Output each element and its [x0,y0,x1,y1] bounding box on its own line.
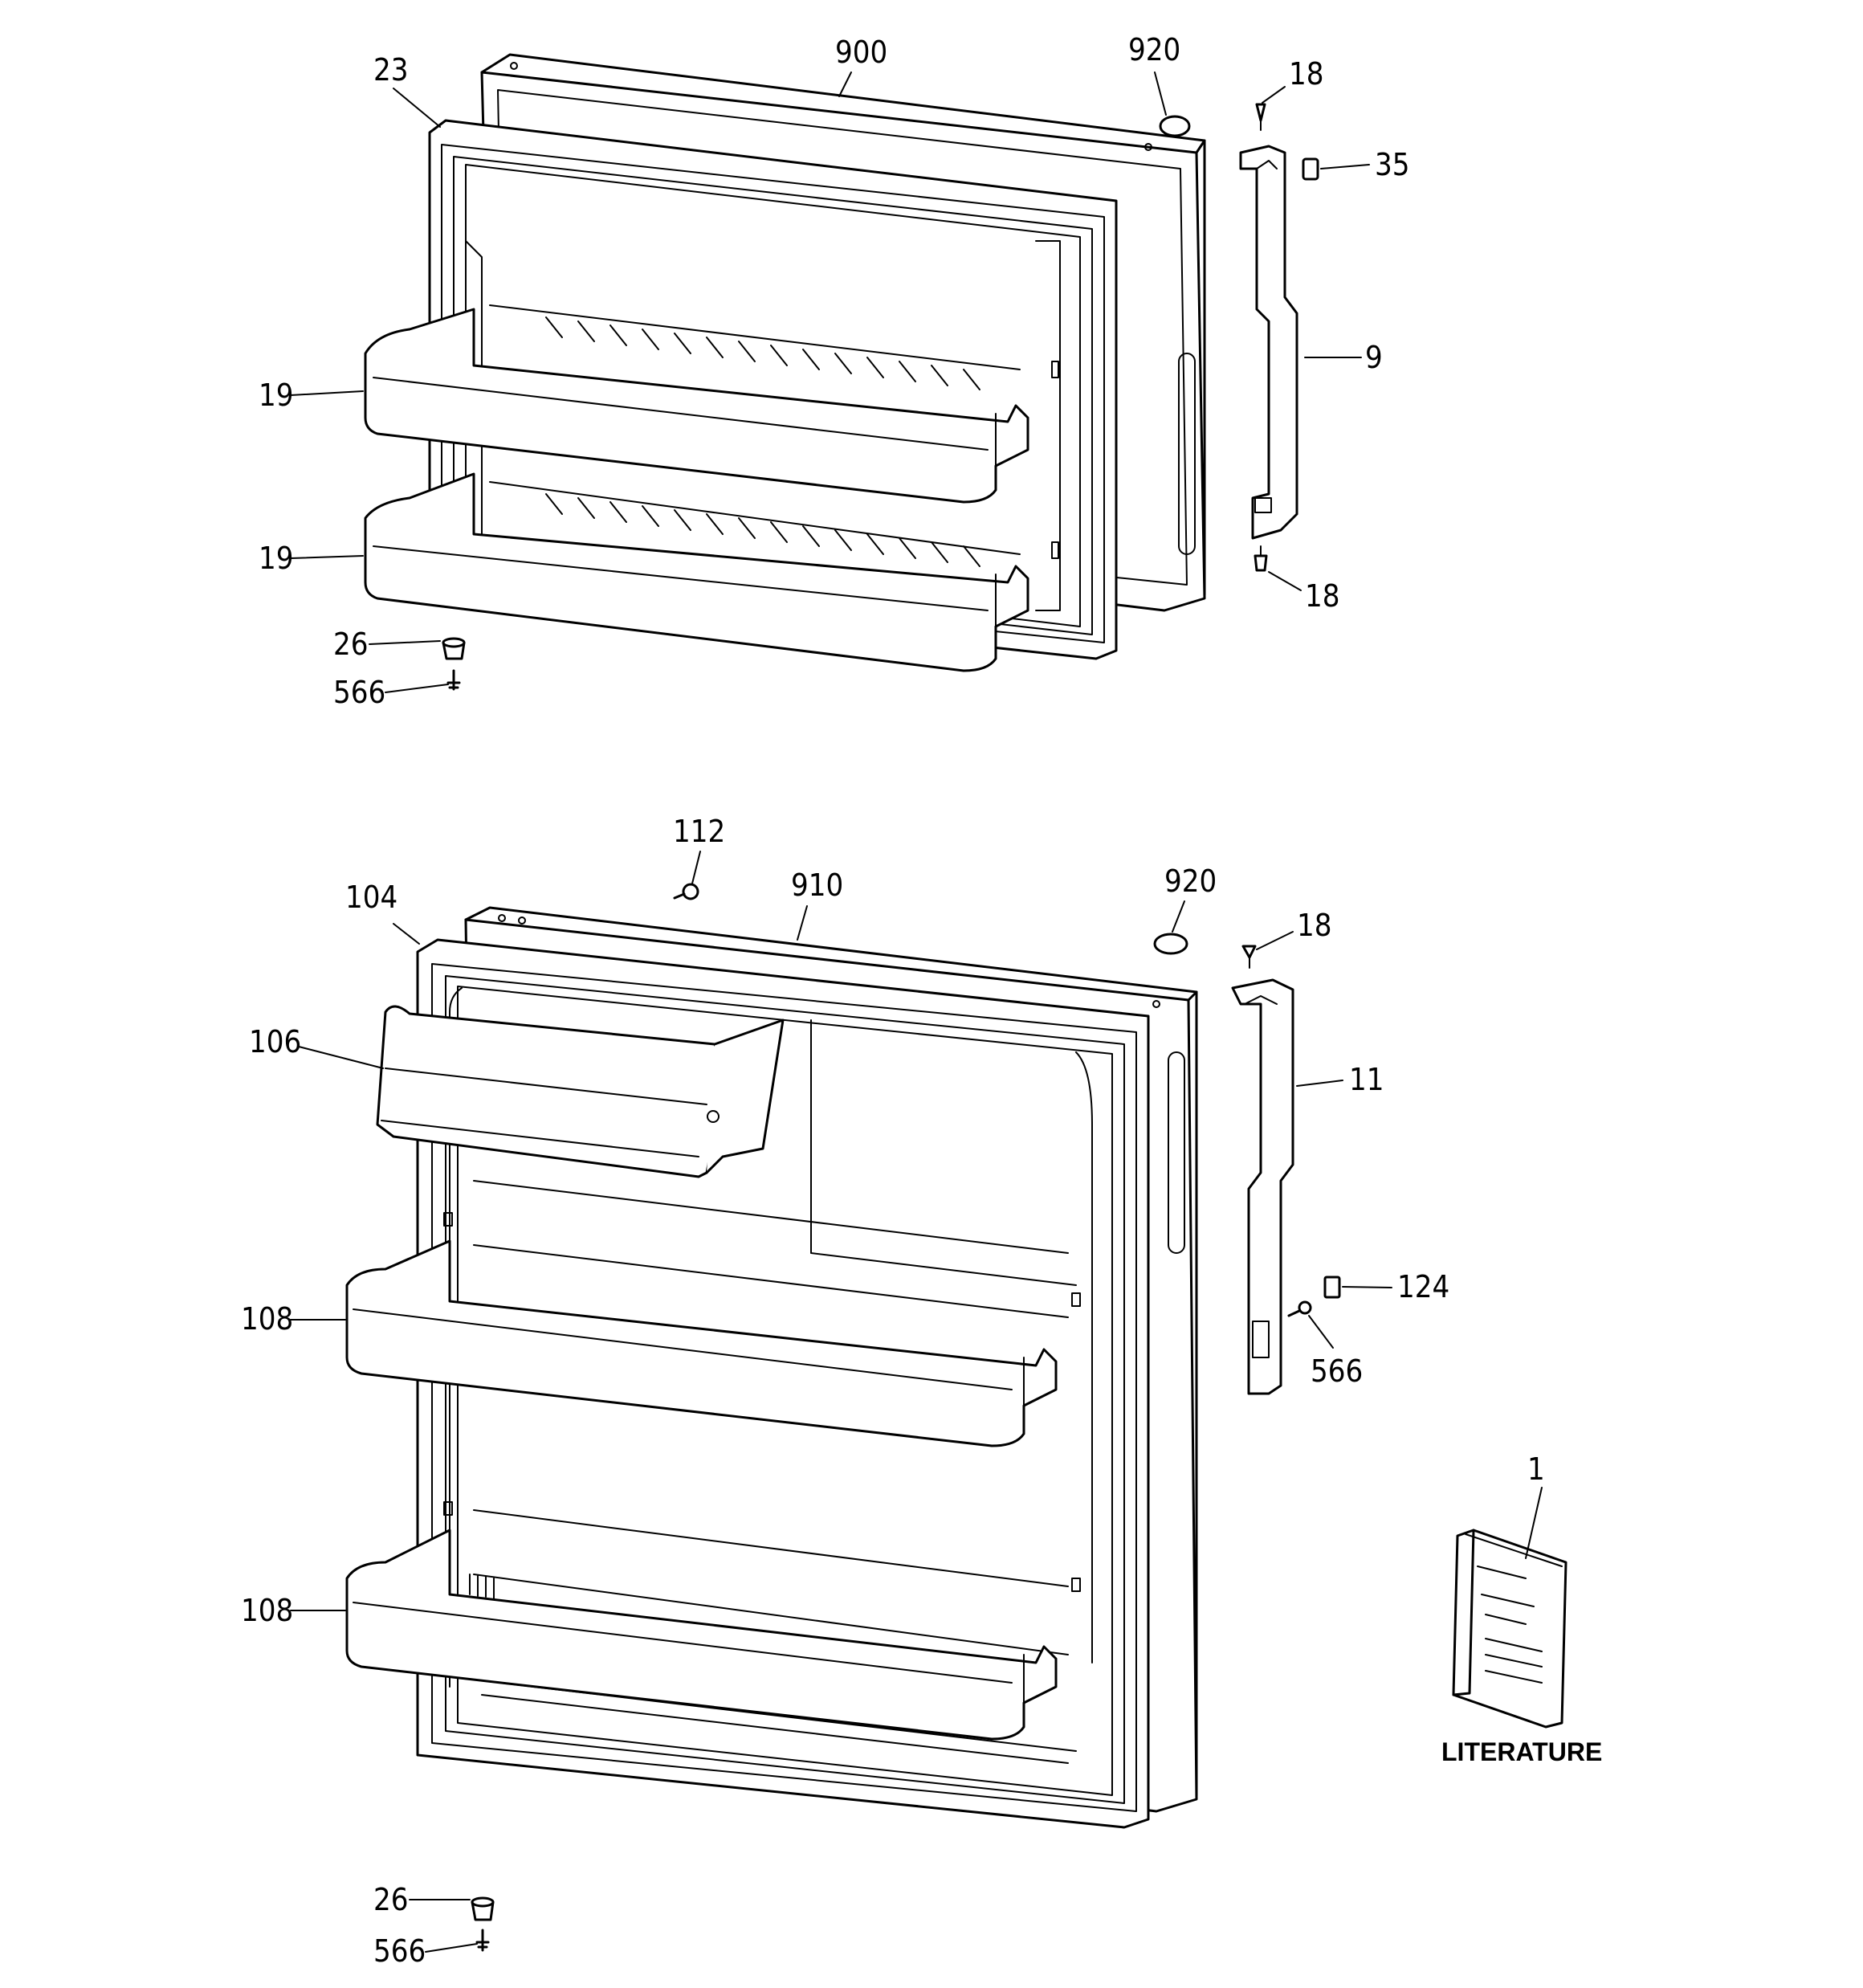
callout-108-upper: 108 [241,1301,293,1337]
callout-35: 35 [1375,147,1410,182]
callout-numbers: 23 900 920 18 35 9 19 19 18 26 566 112 9… [241,32,1602,1969]
callout-108-lower: 108 [241,1593,293,1628]
callout-11: 11 [1349,1062,1384,1097]
handle-retaining-clip [1323,1276,1341,1299]
callout-26-freezer: 26 [333,627,369,662]
fresh-food-door-shelf-upper [345,1239,1058,1447]
callout-19-upper: 19 [259,378,294,413]
leader-lines [290,71,1543,1953]
fresh-food-bottom-hinge-bushing [471,1896,495,1921]
callout-112: 112 [673,814,725,849]
fresh-food-door-handle [1231,978,1294,1395]
callout-124: 124 [1397,1269,1449,1304]
callout-910: 910 [791,867,843,903]
freezer-hole-plug [1159,115,1191,137]
freezer-door-assembly [364,53,1319,691]
freezer-hinge-cover-cap [1302,157,1319,181]
freezer-door-shelf-upper [364,308,1029,504]
callout-566-freezer: 566 [333,675,385,710]
literature-label: LITERATURE [1441,1737,1602,1766]
freezer-hinge-screw-top [1255,103,1266,131]
dairy-compartment [376,1005,785,1178]
callout-23: 23 [373,52,409,88]
callout-104: 104 [345,880,397,915]
callout-566-fresh-food: 566 [373,1933,426,1969]
callout-1: 1 [1527,1451,1545,1487]
fresh-food-door-assembly [345,883,1341,1952]
fresh-food-door-shelf-lower [345,1529,1058,1741]
callout-920-freezer: 920 [1128,32,1180,67]
callout-26-fresh-food: 26 [373,1882,409,1917]
freezer-bottom-screw [446,669,461,691]
fresh-food-bottom-screw [475,1929,490,1952]
callout-18-freezer-top: 18 [1289,56,1324,92]
fresh-food-top-screw [673,883,699,900]
callout-920-fresh-food: 920 [1164,863,1217,899]
literature-booklet [1452,1529,1567,1729]
callout-9: 9 [1365,340,1383,375]
fresh-food-hole-plug [1153,933,1188,955]
freezer-bottom-hinge-bushing [442,637,466,660]
fresh-food-hinge-screw [1241,945,1257,969]
fresh-food-handle-screw [1287,1300,1312,1317]
callout-19-lower: 19 [259,541,294,576]
freezer-door-handle [1239,145,1298,540]
freezer-door-shelf-lower [364,472,1029,672]
freezer-door-gasket [428,119,1118,660]
callout-106: 106 [249,1024,301,1059]
callout-900: 900 [835,35,887,70]
callout-566-handle: 566 [1311,1353,1363,1389]
callout-18-freezer-bottom: 18 [1305,578,1340,614]
freezer-hinge-screw-bottom [1254,545,1268,572]
callout-18-fresh-food: 18 [1297,908,1332,943]
